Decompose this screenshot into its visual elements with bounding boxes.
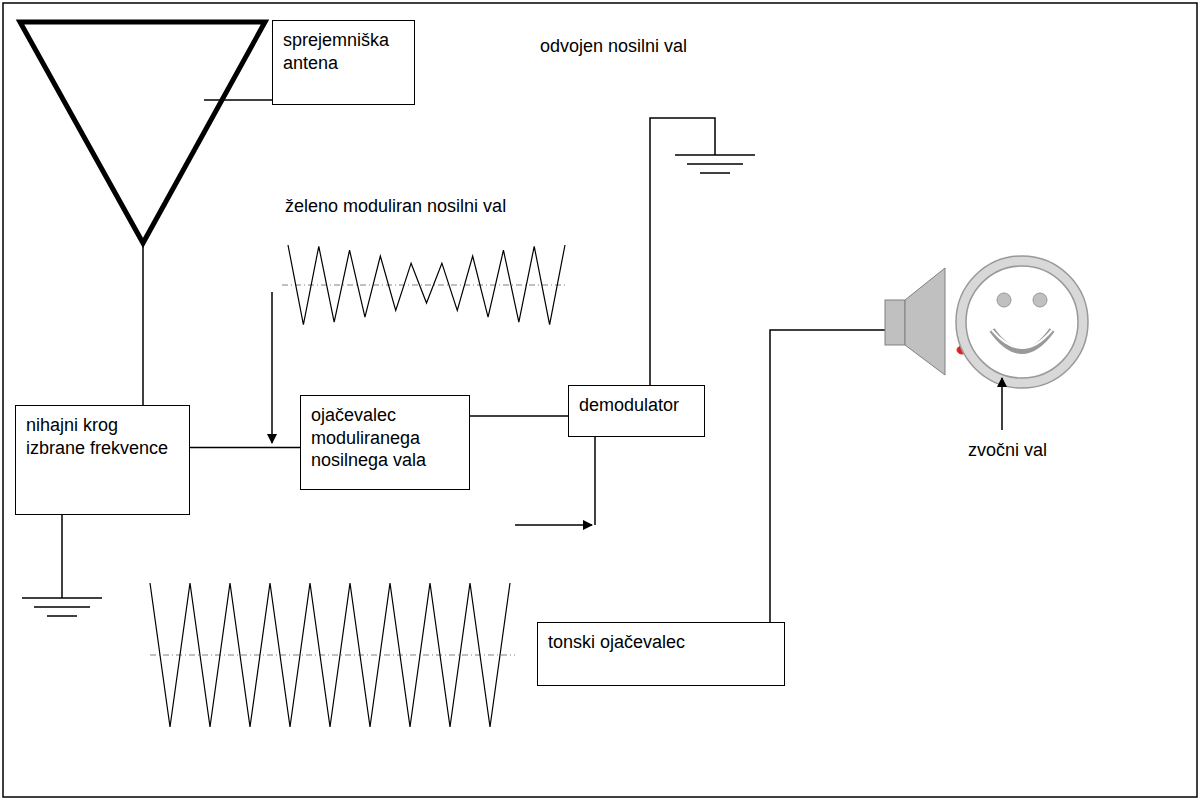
leader-line <box>204 99 272 101</box>
process-box: nihajni krog izbrane frekvence <box>15 405 190 515</box>
pointer-arrow <box>271 292 273 443</box>
box-text: ojačevalec moduliranega nosilnega vala <box>311 404 459 472</box>
ground-symbol <box>650 118 755 385</box>
antenna-symbol <box>20 22 265 243</box>
listener-face <box>956 256 1088 388</box>
signal-wire <box>594 437 596 525</box>
speaker-symbol <box>885 268 945 375</box>
pointer-arrow <box>515 524 592 526</box>
axis-line <box>282 285 568 286</box>
box-text: tonski ojačevalec <box>548 631 774 654</box>
modulated-wave <box>288 245 565 325</box>
signal-connector <box>470 415 568 417</box>
ground-symbol <box>22 515 102 616</box>
pointer-arrow <box>1001 378 1003 430</box>
box-text: nihajni krog izbrane frekvence <box>26 414 179 459</box>
note-label: odvojen nosilni val <box>538 36 689 57</box>
box-text: sprejemniška antena <box>283 29 404 74</box>
antenna-label-box: sprejemniška antena <box>272 20 415 105</box>
antenna-wire <box>142 246 144 405</box>
process-box: demodulator <box>568 385 705 437</box>
signal-wire <box>770 330 885 622</box>
signal-connector <box>190 447 300 449</box>
box-text: demodulator <box>579 394 694 417</box>
process-box: tonski ojačevalec <box>537 622 785 686</box>
note-label: zvočni val <box>966 440 1049 461</box>
process-box: ojačevalec moduliranega nosilnega vala <box>300 395 470 490</box>
note-label: želeno moduliran nosilni val <box>283 196 508 217</box>
carrier-wave <box>150 583 510 727</box>
frame <box>3 3 1197 797</box>
